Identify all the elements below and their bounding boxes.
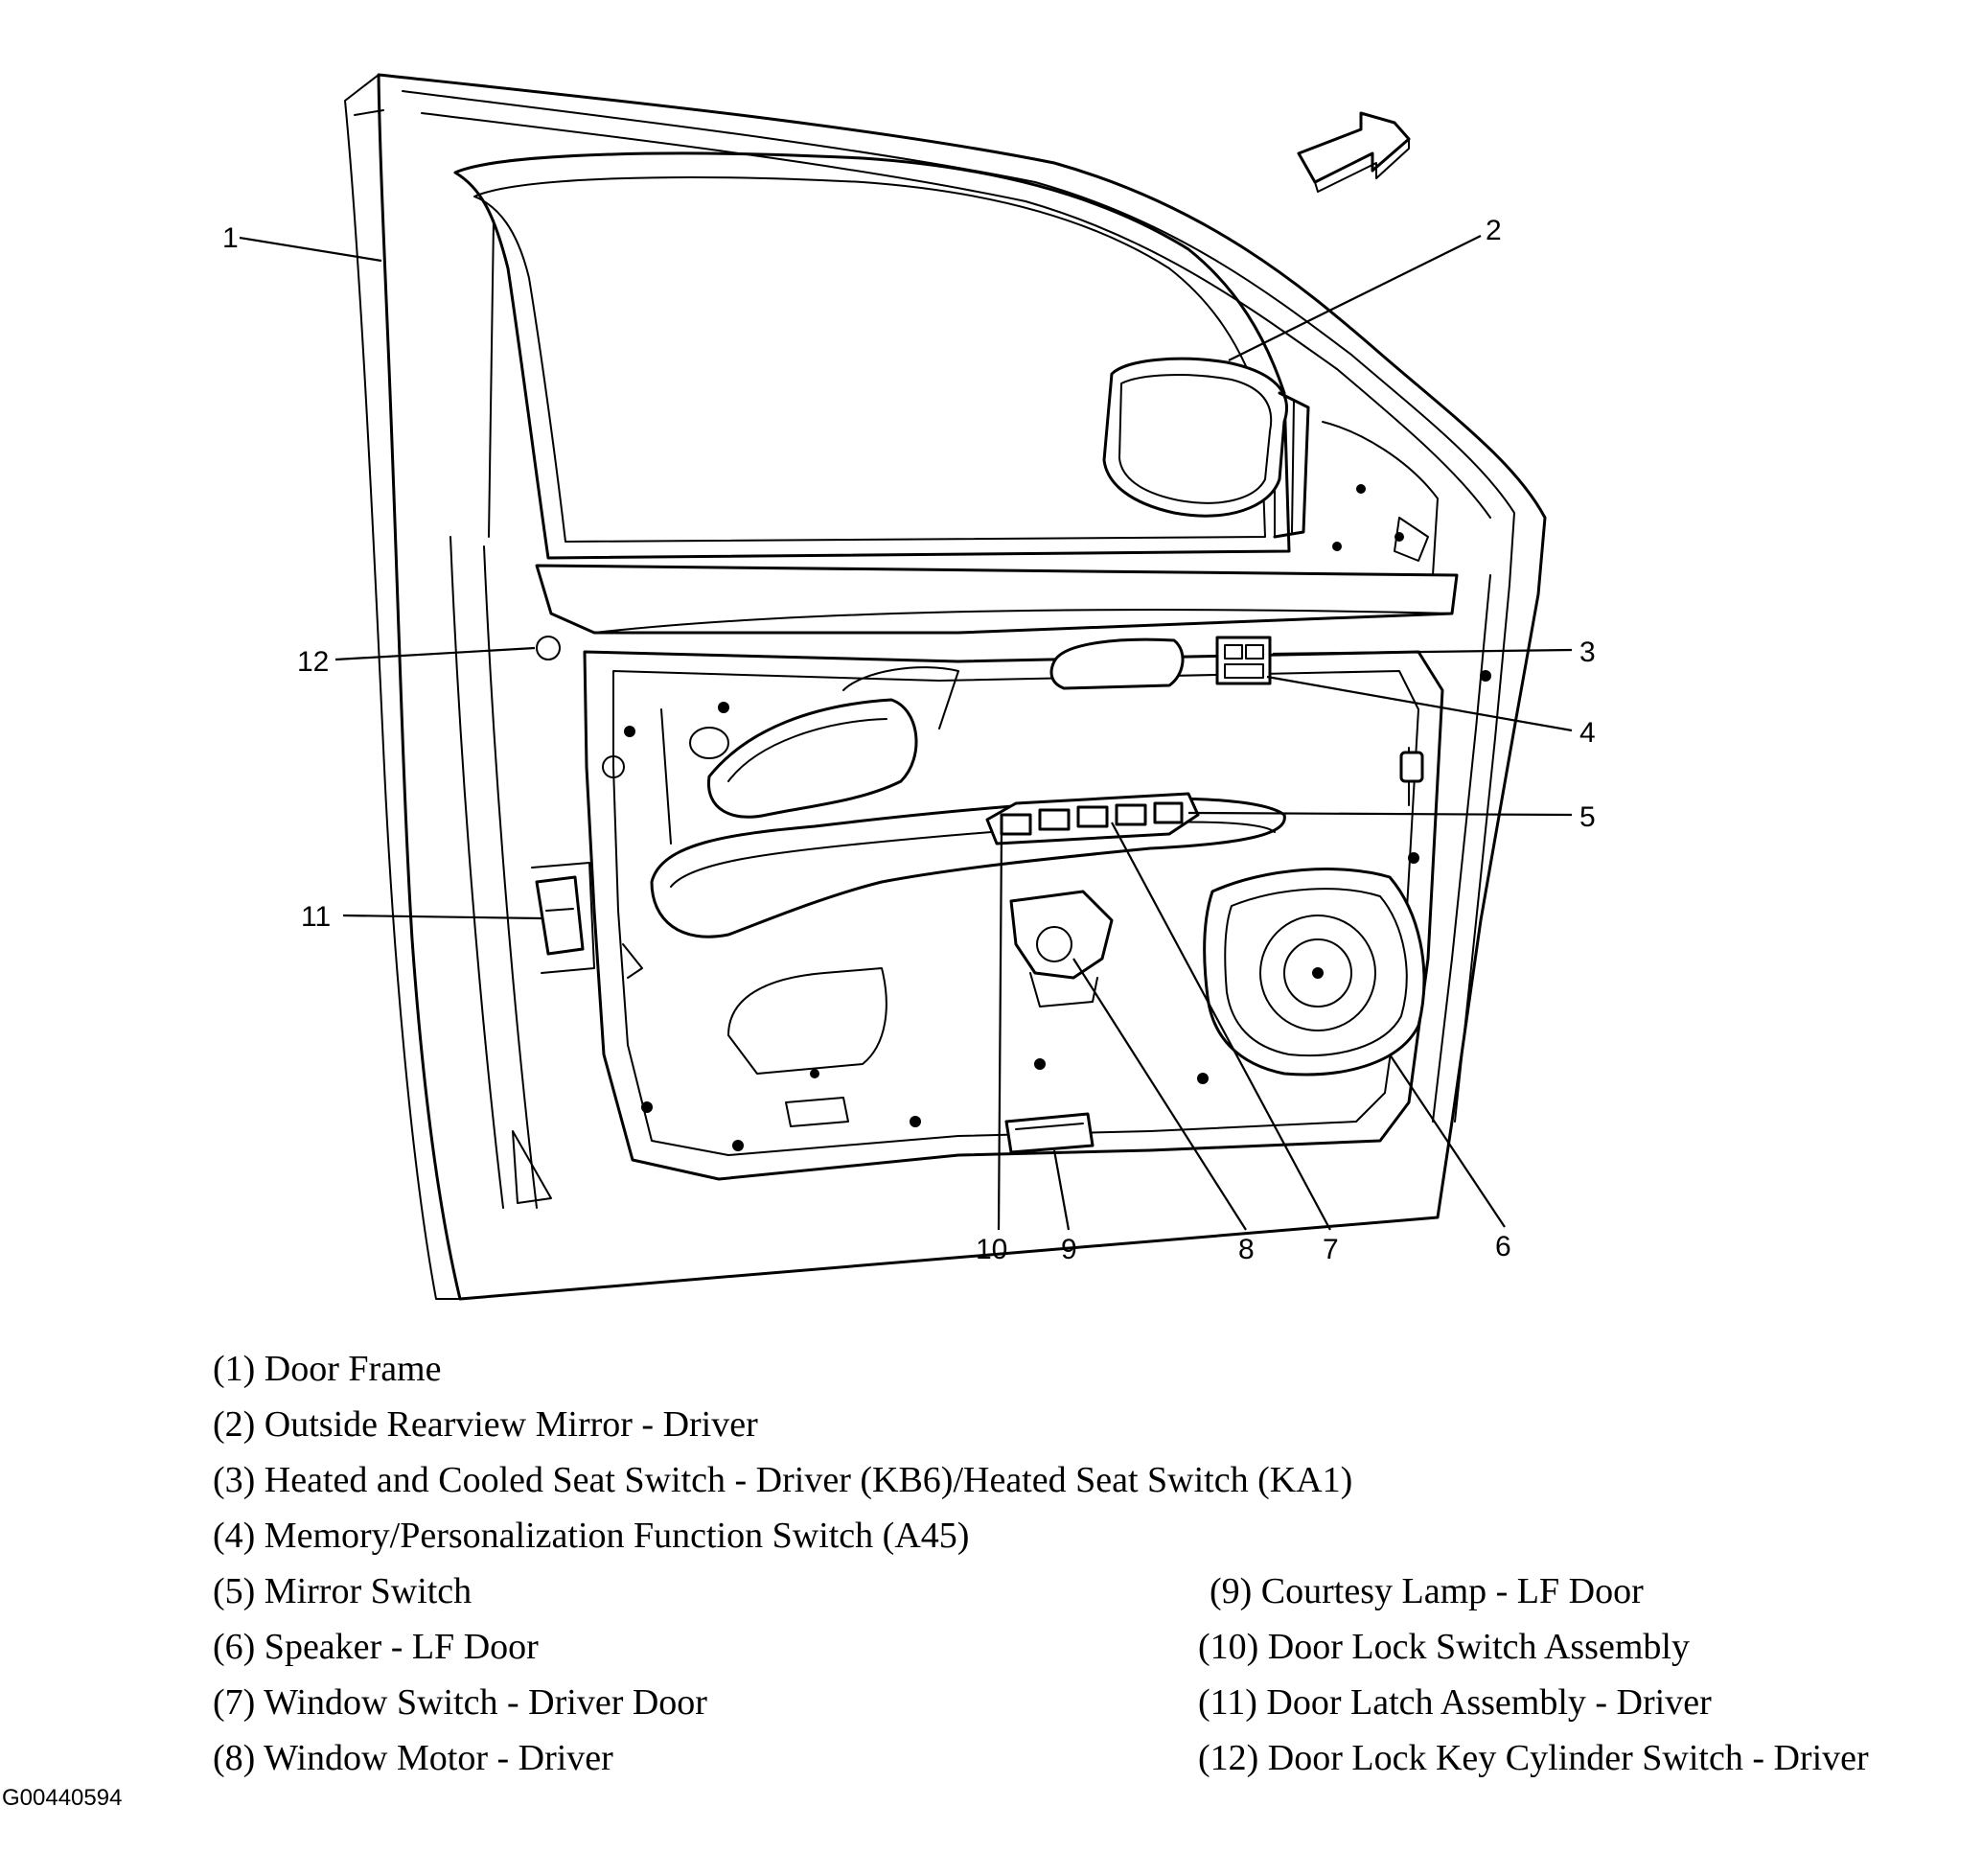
callout-11: 11: [301, 901, 331, 933]
door-diagram: 1 2 3 4 5 6 7 8 9 10 11 12: [222, 73, 1596, 1301]
callout-3: 3: [1579, 637, 1596, 668]
callout-8: 8: [1238, 1234, 1255, 1265]
legend-item-8: (8) Window Motor - Driver: [213, 1738, 613, 1778]
legend-item-9: (9) Courtesy Lamp - LF Door: [1210, 1571, 1644, 1611]
hinge-area: [1322, 421, 1439, 576]
callout-7: 7: [1323, 1234, 1339, 1265]
leader-lines: [239, 235, 1573, 1231]
callout-10: 10: [976, 1234, 1007, 1265]
figure-id: G00440594: [2, 1785, 123, 1811]
callout-labels: 1 2 3 4 5 6 7 8 9 10 11 12: [222, 215, 1596, 1265]
legend-item-7: (7) Window Switch - Driver Door: [213, 1682, 707, 1723]
callout-12: 12: [297, 646, 329, 678]
callout-6: 6: [1495, 1231, 1511, 1262]
panel-details: [602, 666, 1491, 1151]
callout-1: 1: [222, 222, 239, 254]
forward-arrow-icon: [1297, 111, 1411, 193]
legend-item-6: (6) Speaker - LF Door: [213, 1627, 539, 1667]
speaker: [1203, 868, 1426, 1077]
door-frame: [344, 73, 1547, 1301]
callout-9: 9: [1061, 1234, 1077, 1265]
legend-item-3: (3) Heated and Cooled Seat Switch - Driv…: [213, 1460, 1353, 1500]
legend-item-10: (10) Door Lock Switch Assembly: [1198, 1627, 1690, 1667]
key-cylinder: [536, 636, 561, 660]
legend-item-5: (5) Mirror Switch: [213, 1571, 472, 1611]
legend-item-4: (4) Memory/Personalization Function Swit…: [213, 1516, 970, 1556]
legend-item-11: (11) Door Latch Assembly - Driver: [1198, 1682, 1712, 1723]
switch-bezel: [985, 636, 1272, 845]
callout-5: 5: [1579, 801, 1596, 833]
legend-item-12: (12) Door Lock Key Cylinder Switch - Dri…: [1198, 1738, 1869, 1778]
outside-mirror: [1102, 357, 1310, 539]
callout-4: 4: [1579, 717, 1596, 749]
callout-2: 2: [1486, 215, 1502, 246]
courtesy-lamp: [1004, 1112, 1095, 1154]
legend-item-1: (1) Door Frame: [213, 1349, 442, 1389]
window-motor: [1009, 890, 1114, 1007]
door-latch: [531, 862, 595, 974]
legend-item-2: (2) Outside Rearview Mirror - Driver: [213, 1404, 758, 1445]
